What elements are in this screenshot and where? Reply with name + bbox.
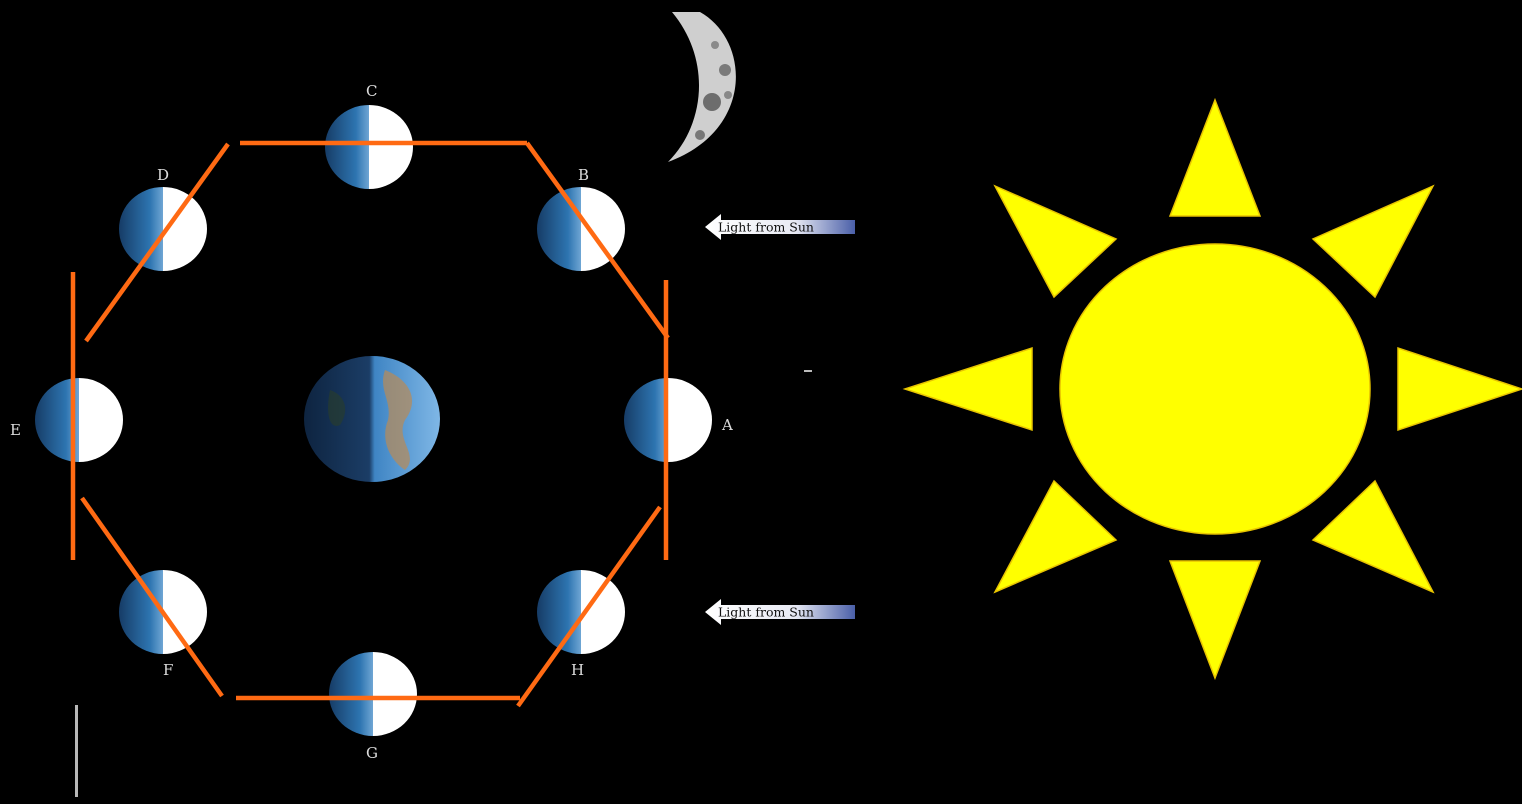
earth-icon [304, 356, 440, 482]
orbit-octagon [70, 140, 670, 708]
orbit-segment [525, 141, 670, 340]
moon-h [537, 570, 625, 654]
moon-label: D [157, 166, 169, 184]
light-arrow-top: Light from Sun [705, 214, 855, 240]
sun-ray [1397, 346, 1522, 432]
moon-label: C [366, 82, 377, 100]
sun-disc [1059, 243, 1371, 535]
left-arrow-icon [705, 599, 855, 625]
moon-c [325, 105, 413, 189]
orbit-segment [80, 496, 224, 698]
left-arrow-icon [705, 214, 855, 240]
dash-mark [804, 370, 812, 372]
moon-e [35, 378, 123, 462]
moon-g [329, 652, 417, 736]
sun-ray [1168, 97, 1262, 217]
sun-ray [993, 184, 1118, 299]
arrow-label: Light from Sun [718, 605, 814, 620]
sun-icon [902, 97, 1522, 681]
sun-ray [993, 479, 1118, 594]
moon-label: A [721, 416, 733, 434]
moon-label: B [578, 166, 589, 184]
moon-label: G [366, 744, 378, 762]
sun-ray [902, 346, 1033, 432]
image-artifact [75, 705, 78, 797]
orbit-segment [84, 142, 230, 343]
sun-ray [1311, 184, 1435, 299]
sun-ray [1311, 479, 1435, 594]
moon-d [119, 187, 207, 271]
moon-label: H [571, 661, 584, 679]
arrow-label: Light from Sun [718, 220, 814, 235]
orbit-segment [516, 505, 662, 708]
moon-labels: A B C D E F G H [10, 82, 733, 762]
crescent-moon-icon [668, 12, 736, 162]
moon-label: E [10, 421, 21, 439]
light-arrow-bottom: Light from Sun [705, 599, 855, 625]
moon-positions [35, 105, 712, 736]
moon-label: F [163, 661, 173, 679]
sun-ray [1168, 560, 1262, 681]
